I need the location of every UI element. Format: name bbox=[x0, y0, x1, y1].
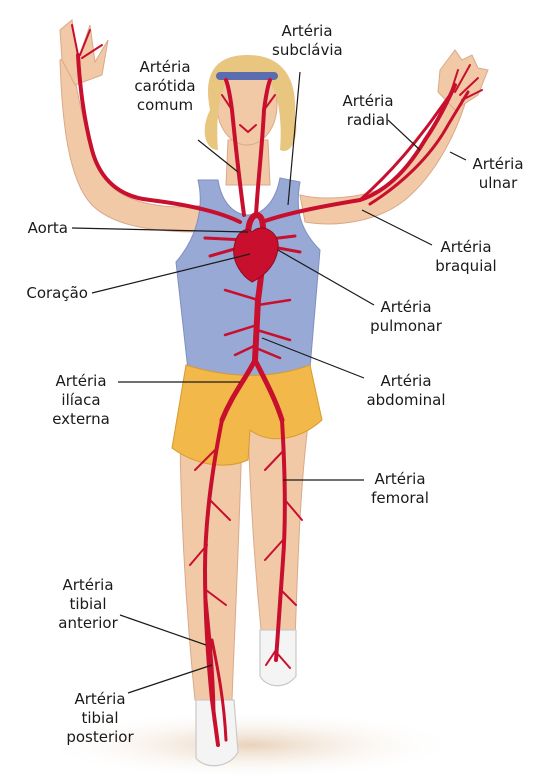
label-aorta: Aorta bbox=[4, 219, 68, 238]
leader-braquial bbox=[362, 210, 432, 245]
leader-ulnar bbox=[450, 152, 466, 160]
label-coracao: Coração bbox=[4, 284, 88, 303]
